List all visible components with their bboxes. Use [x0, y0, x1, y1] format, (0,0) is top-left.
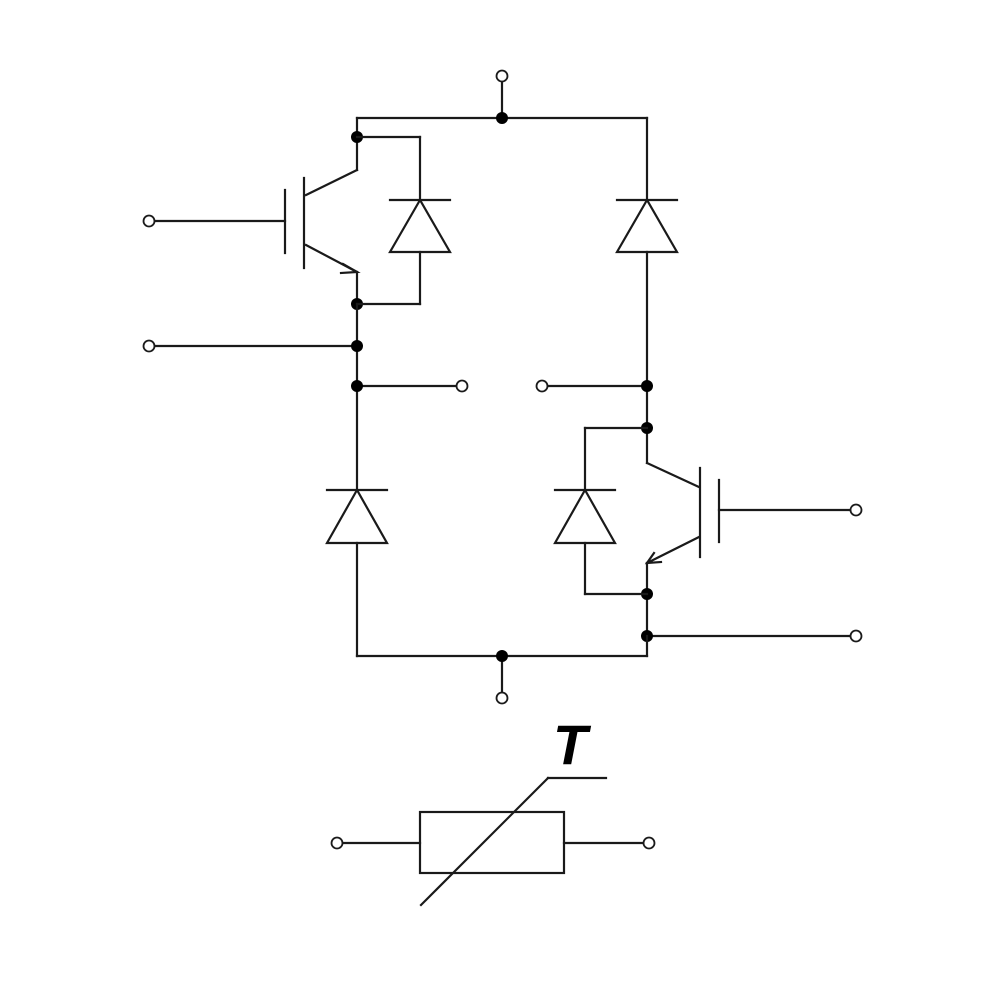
diode-left-lower: [325, 487, 389, 658]
terminal-out-right[interactable]: [535, 379, 549, 393]
thermistor-label: T: [553, 713, 592, 776]
junction-dot: [496, 650, 508, 662]
freewheel-diode-high-side: [355, 135, 452, 306]
thermistor-body: [418, 810, 566, 875]
diode-icon: [325, 487, 389, 545]
terminal-aux-emitter-high[interactable]: [142, 339, 156, 353]
thermistor-slash: [419, 776, 550, 907]
junction-dot: [496, 112, 508, 124]
ntc-thermistor: T: [330, 713, 656, 907]
junction-dot: [351, 340, 363, 352]
terminal-aux-emitter-low[interactable]: [849, 629, 863, 643]
igbt-high-side: [142, 131, 363, 310]
terminal-bottom[interactable]: [495, 691, 509, 705]
left-mid-node: [142, 302, 469, 492]
diode-icon: [388, 197, 452, 254]
junction-dot: [351, 380, 363, 392]
diode-icon: [615, 197, 679, 254]
emitter-arrow-icon: [339, 262, 361, 275]
terminal-gate-high[interactable]: [142, 214, 156, 228]
terminal-out-left[interactable]: [455, 379, 469, 393]
igbt-low-side: [641, 422, 863, 638]
terminal-top[interactable]: [495, 69, 509, 83]
freewheel-diode-low-side: [553, 426, 649, 596]
diode-icon: [553, 487, 617, 545]
bottom-rail: [355, 629, 863, 705]
diode-right-upper: [535, 197, 679, 430]
terminal-gate-low[interactable]: [849, 503, 863, 517]
top-rail: [355, 69, 649, 202]
terminal-thermistor-right[interactable]: [642, 836, 656, 850]
junction-dot: [641, 380, 653, 392]
terminal-thermistor-left[interactable]: [330, 836, 344, 850]
